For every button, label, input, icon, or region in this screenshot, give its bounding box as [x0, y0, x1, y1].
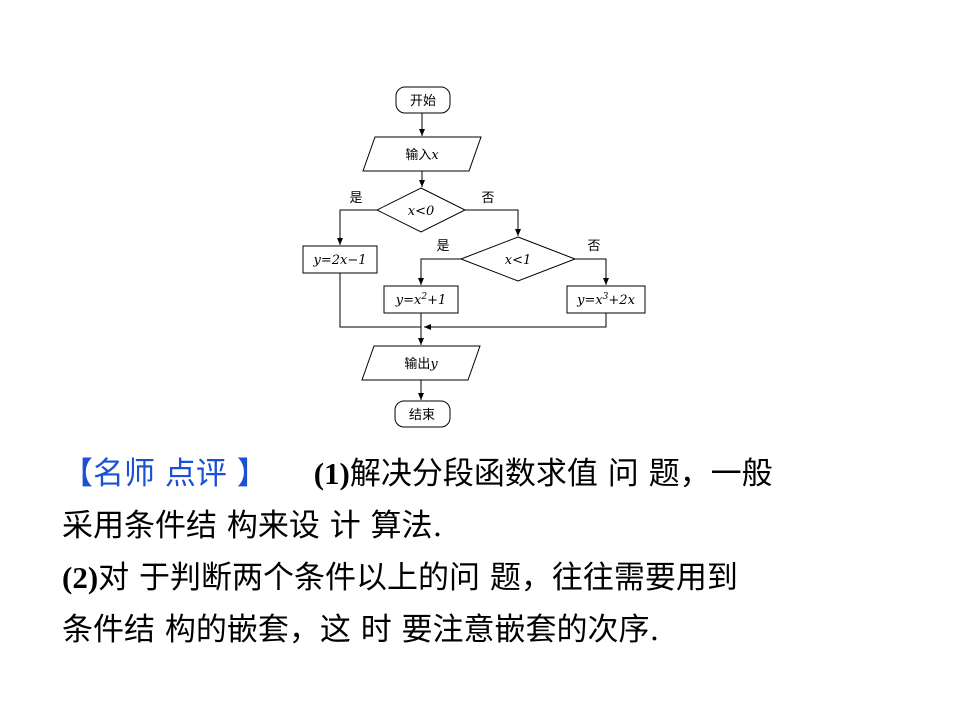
decision2-no-label: 否	[587, 239, 600, 254]
decision1-label: x<0	[408, 204, 435, 219]
commentary-line-4: 条件结 构的嵌套，这 时 要注意嵌套的次序.	[62, 604, 942, 656]
commentary-header: 【名师 点评 】	[62, 456, 268, 492]
flowchart: 开始 输入x x<0 是 否 x<1 是 否 y=2x−1 y=x2+1 y=x…	[302, 86, 646, 428]
commentary-line-3: (2)对 于判断两个条件以上的问 题，往往需要用到	[62, 552, 942, 604]
box-middle-label: y=x2+1	[395, 292, 446, 308]
box-left-label: y=2x−1	[312, 253, 366, 268]
line-left-merge	[339, 273, 421, 328]
decision2-label: x<1	[505, 253, 532, 268]
box-right-label: y=x3+2x	[576, 292, 635, 308]
point-1-line-1: 解决分段函数求值 问 题，一般	[349, 456, 773, 492]
arrow-decision2-no	[575, 258, 609, 285]
process-box-right	[566, 285, 646, 314]
output-parallelogram	[361, 345, 481, 381]
process-box-left	[302, 245, 378, 274]
decision-x-lt-1	[459, 236, 577, 282]
arrow-decision1-yes	[337, 209, 377, 245]
end-label: 结束	[409, 408, 435, 423]
input-label: 输入x	[405, 147, 439, 163]
decision2-yes-label: 是	[436, 239, 449, 254]
point-1-line-2: 采用条件结 构来设 计 算法.	[62, 508, 443, 544]
point-1-number: (1)	[313, 456, 350, 491]
start-terminal	[395, 86, 451, 114]
decision1-no-label: 否	[481, 191, 494, 206]
commentary-text: 【名师 点评 】 (1)解决分段函数求值 问 题，一般 采用条件结 构来设 计 算…	[62, 448, 942, 656]
input-parallelogram	[362, 136, 482, 172]
commentary-line-2: 采用条件结 构来设 计 算法.	[62, 500, 942, 552]
point-2-line-2: 条件结 构的嵌套，这 时 要注意嵌套的次序.	[62, 612, 660, 648]
start-label: 开始	[410, 94, 436, 109]
arrow-decision2-yes	[418, 258, 461, 285]
commentary-line-1: 【名师 点评 】 (1)解决分段函数求值 问 题，一般	[62, 448, 942, 500]
arrow-right-merge	[424, 313, 607, 330]
arrow-decision1-no	[465, 209, 521, 236]
point-2-line-1: 对 于判断两个条件以上的问 题，往往需要用到	[98, 560, 738, 596]
output-label: 输出y	[404, 356, 438, 372]
process-box-middle	[383, 285, 459, 314]
point-2-number: (2)	[62, 560, 99, 595]
decision1-yes-label: 是	[349, 191, 362, 206]
decision-x-lt-0	[375, 187, 467, 233]
end-terminal	[394, 400, 451, 428]
